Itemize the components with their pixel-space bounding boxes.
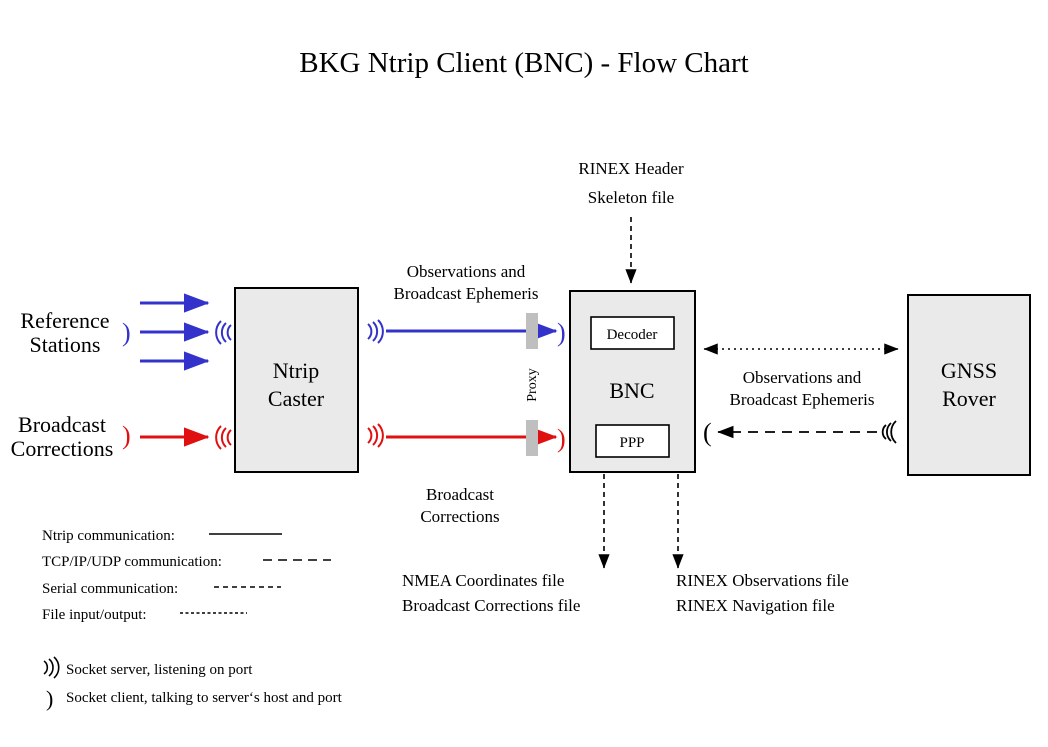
socket-client-icon: ) bbox=[557, 318, 566, 347]
reference-stations-line1: Reference bbox=[20, 308, 109, 333]
edge-label-observations-line2: Broadcast Ephemeris bbox=[394, 284, 539, 303]
reference-stations-line2: Stations bbox=[30, 332, 101, 357]
socket-client-icon: ) bbox=[122, 421, 131, 450]
legend-item-label-3: File input/output: bbox=[42, 607, 147, 623]
legend-item-label-2: Serial communication: bbox=[42, 581, 178, 597]
legend-item-label-1: TCP/IP/UDP communication: bbox=[42, 554, 222, 570]
edge-label-rover-line2: Broadcast Ephemeris bbox=[730, 390, 875, 409]
rinex-skeleton-line2: Skeleton file bbox=[588, 188, 674, 207]
reference-stations-label: Reference Stations bbox=[20, 308, 109, 357]
rinex-skeleton-line1: RINEX Header bbox=[578, 159, 684, 178]
gnss-rover-line2: Rover bbox=[942, 386, 996, 411]
proxy-bar-bottom bbox=[526, 420, 538, 456]
legend-socket-client-label: Socket client, talking to server‘s host … bbox=[66, 690, 343, 706]
output-left-line2: Broadcast Corrections file bbox=[402, 596, 580, 615]
socket-client-icon: ) bbox=[122, 318, 131, 347]
socket-server-icon bbox=[215, 320, 232, 345]
edge-label-observations-line1: Observations and bbox=[407, 262, 526, 281]
legend-item-label-0: Ntrip communication: bbox=[42, 528, 175, 544]
legend-socket-server: Socket server, listening on port bbox=[43, 656, 253, 679]
page-title: BKG Ntrip Client (BNC) - Flow Chart bbox=[299, 47, 749, 79]
ntrip-caster-line1: Ntrip bbox=[273, 358, 319, 383]
node-bnc-decoder[interactable] bbox=[590, 316, 675, 350]
broadcast-corrections-line2: Corrections bbox=[11, 436, 114, 461]
socket-server-icon bbox=[881, 420, 897, 444]
socket-server-icon bbox=[43, 656, 60, 679]
edge-label-corrections-line1: Broadcast bbox=[426, 485, 494, 504]
node-gnss-rover[interactable] bbox=[907, 294, 1031, 476]
broadcast-corrections-line1: Broadcast bbox=[18, 412, 106, 437]
output-left-line1: NMEA Coordinates file bbox=[402, 571, 564, 590]
proxy-bar-top bbox=[526, 313, 538, 349]
legend-line-styles: Ntrip communication: TCP/IP/UDP communic… bbox=[42, 528, 331, 623]
broadcast-corrections-source-label: Broadcast Corrections bbox=[11, 412, 114, 461]
socket-client-icon: ( bbox=[703, 418, 712, 447]
output-right-line2: RINEX Navigation file bbox=[676, 596, 835, 615]
legend-socket-server-label: Socket server, listening on port bbox=[66, 662, 253, 678]
legend-socket-client: ) Socket client, talking to server‘s hos… bbox=[46, 686, 343, 711]
socket-client-icon: ) bbox=[557, 424, 566, 453]
bnc-ppp-label: PPP bbox=[619, 435, 644, 451]
socket-server-icon bbox=[215, 425, 232, 450]
edge-label-rover-line1: Observations and bbox=[743, 368, 862, 387]
gnss-rover-line1: GNSS bbox=[941, 358, 997, 383]
edge-label-corrections-line2: Corrections bbox=[420, 507, 499, 526]
socket-server-icon bbox=[367, 319, 384, 344]
proxy-label: Proxy bbox=[525, 368, 540, 401]
bnc-decoder-label: Decoder bbox=[607, 327, 658, 343]
node-bnc-ppp[interactable] bbox=[595, 424, 670, 458]
bnc-label: BNC bbox=[609, 378, 654, 403]
node-ntrip-caster[interactable] bbox=[234, 287, 359, 473]
socket-client-icon: ) bbox=[46, 686, 53, 711]
socket-server-icon bbox=[367, 423, 384, 448]
ntrip-caster-line2: Caster bbox=[268, 386, 325, 411]
output-right-line1: RINEX Observations file bbox=[676, 571, 849, 590]
